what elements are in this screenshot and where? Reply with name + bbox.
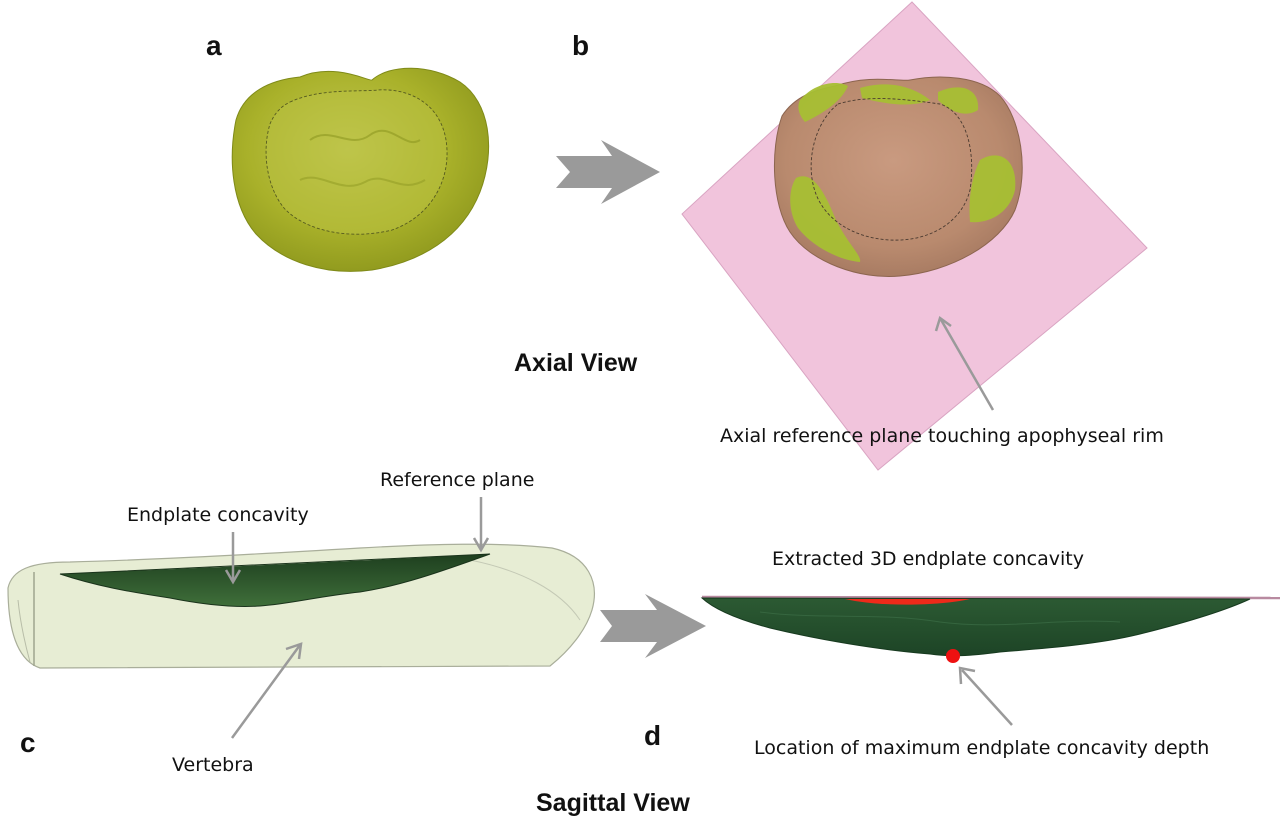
panel-b-axial-reference bbox=[681, 1, 1148, 471]
max-depth-arrow bbox=[961, 669, 1013, 726]
panel-a-axial-endplate bbox=[231, 67, 490, 272]
panel-label-d: d bbox=[644, 720, 661, 751]
endplate-concavity-label: Endplate concavity bbox=[127, 504, 309, 526]
panel-d-extracted-concavity bbox=[700, 595, 1280, 726]
panel-label-c: c bbox=[20, 727, 36, 758]
arrow-a-to-b bbox=[556, 140, 660, 204]
plane-pointer-arrow bbox=[938, 317, 995, 411]
apophyseal-rim-left bbox=[790, 176, 861, 262]
red-region-top bbox=[845, 599, 970, 605]
panel-c-sagittal-vertebra bbox=[7, 497, 595, 739]
reference-plane-label: Reference plane bbox=[380, 469, 534, 491]
axial-view-title: Axial View bbox=[514, 349, 638, 377]
vertebra-arrow bbox=[230, 644, 302, 739]
endplate-inner-rim bbox=[265, 89, 448, 235]
sagittal-view-title: Sagittal View bbox=[536, 789, 690, 817]
panel-label-a: a bbox=[206, 30, 222, 61]
max-depth-marker bbox=[946, 649, 960, 663]
apophyseal-rim-top-left bbox=[798, 82, 848, 122]
arrow-c-to-d bbox=[600, 594, 706, 658]
apophyseal-rim-top bbox=[860, 84, 930, 105]
extracted-concavity-shape bbox=[700, 597, 1251, 657]
vertebra-inner-rim bbox=[810, 98, 973, 241]
reference-plane-line bbox=[701, 595, 1280, 600]
apophyseal-rim-right bbox=[969, 155, 1016, 223]
panel-label-b: b bbox=[572, 30, 589, 61]
apophyseal-rim-top-right bbox=[938, 87, 979, 114]
max-depth-label: Location of maximum endplate concavity d… bbox=[754, 737, 1209, 759]
axial-reference-plane-label: Axial reference plane touching apophysea… bbox=[720, 425, 1164, 447]
extracted-concavity-label: Extracted 3D endplate concavity bbox=[772, 548, 1084, 570]
vertebra-label: Vertebra bbox=[172, 754, 254, 776]
